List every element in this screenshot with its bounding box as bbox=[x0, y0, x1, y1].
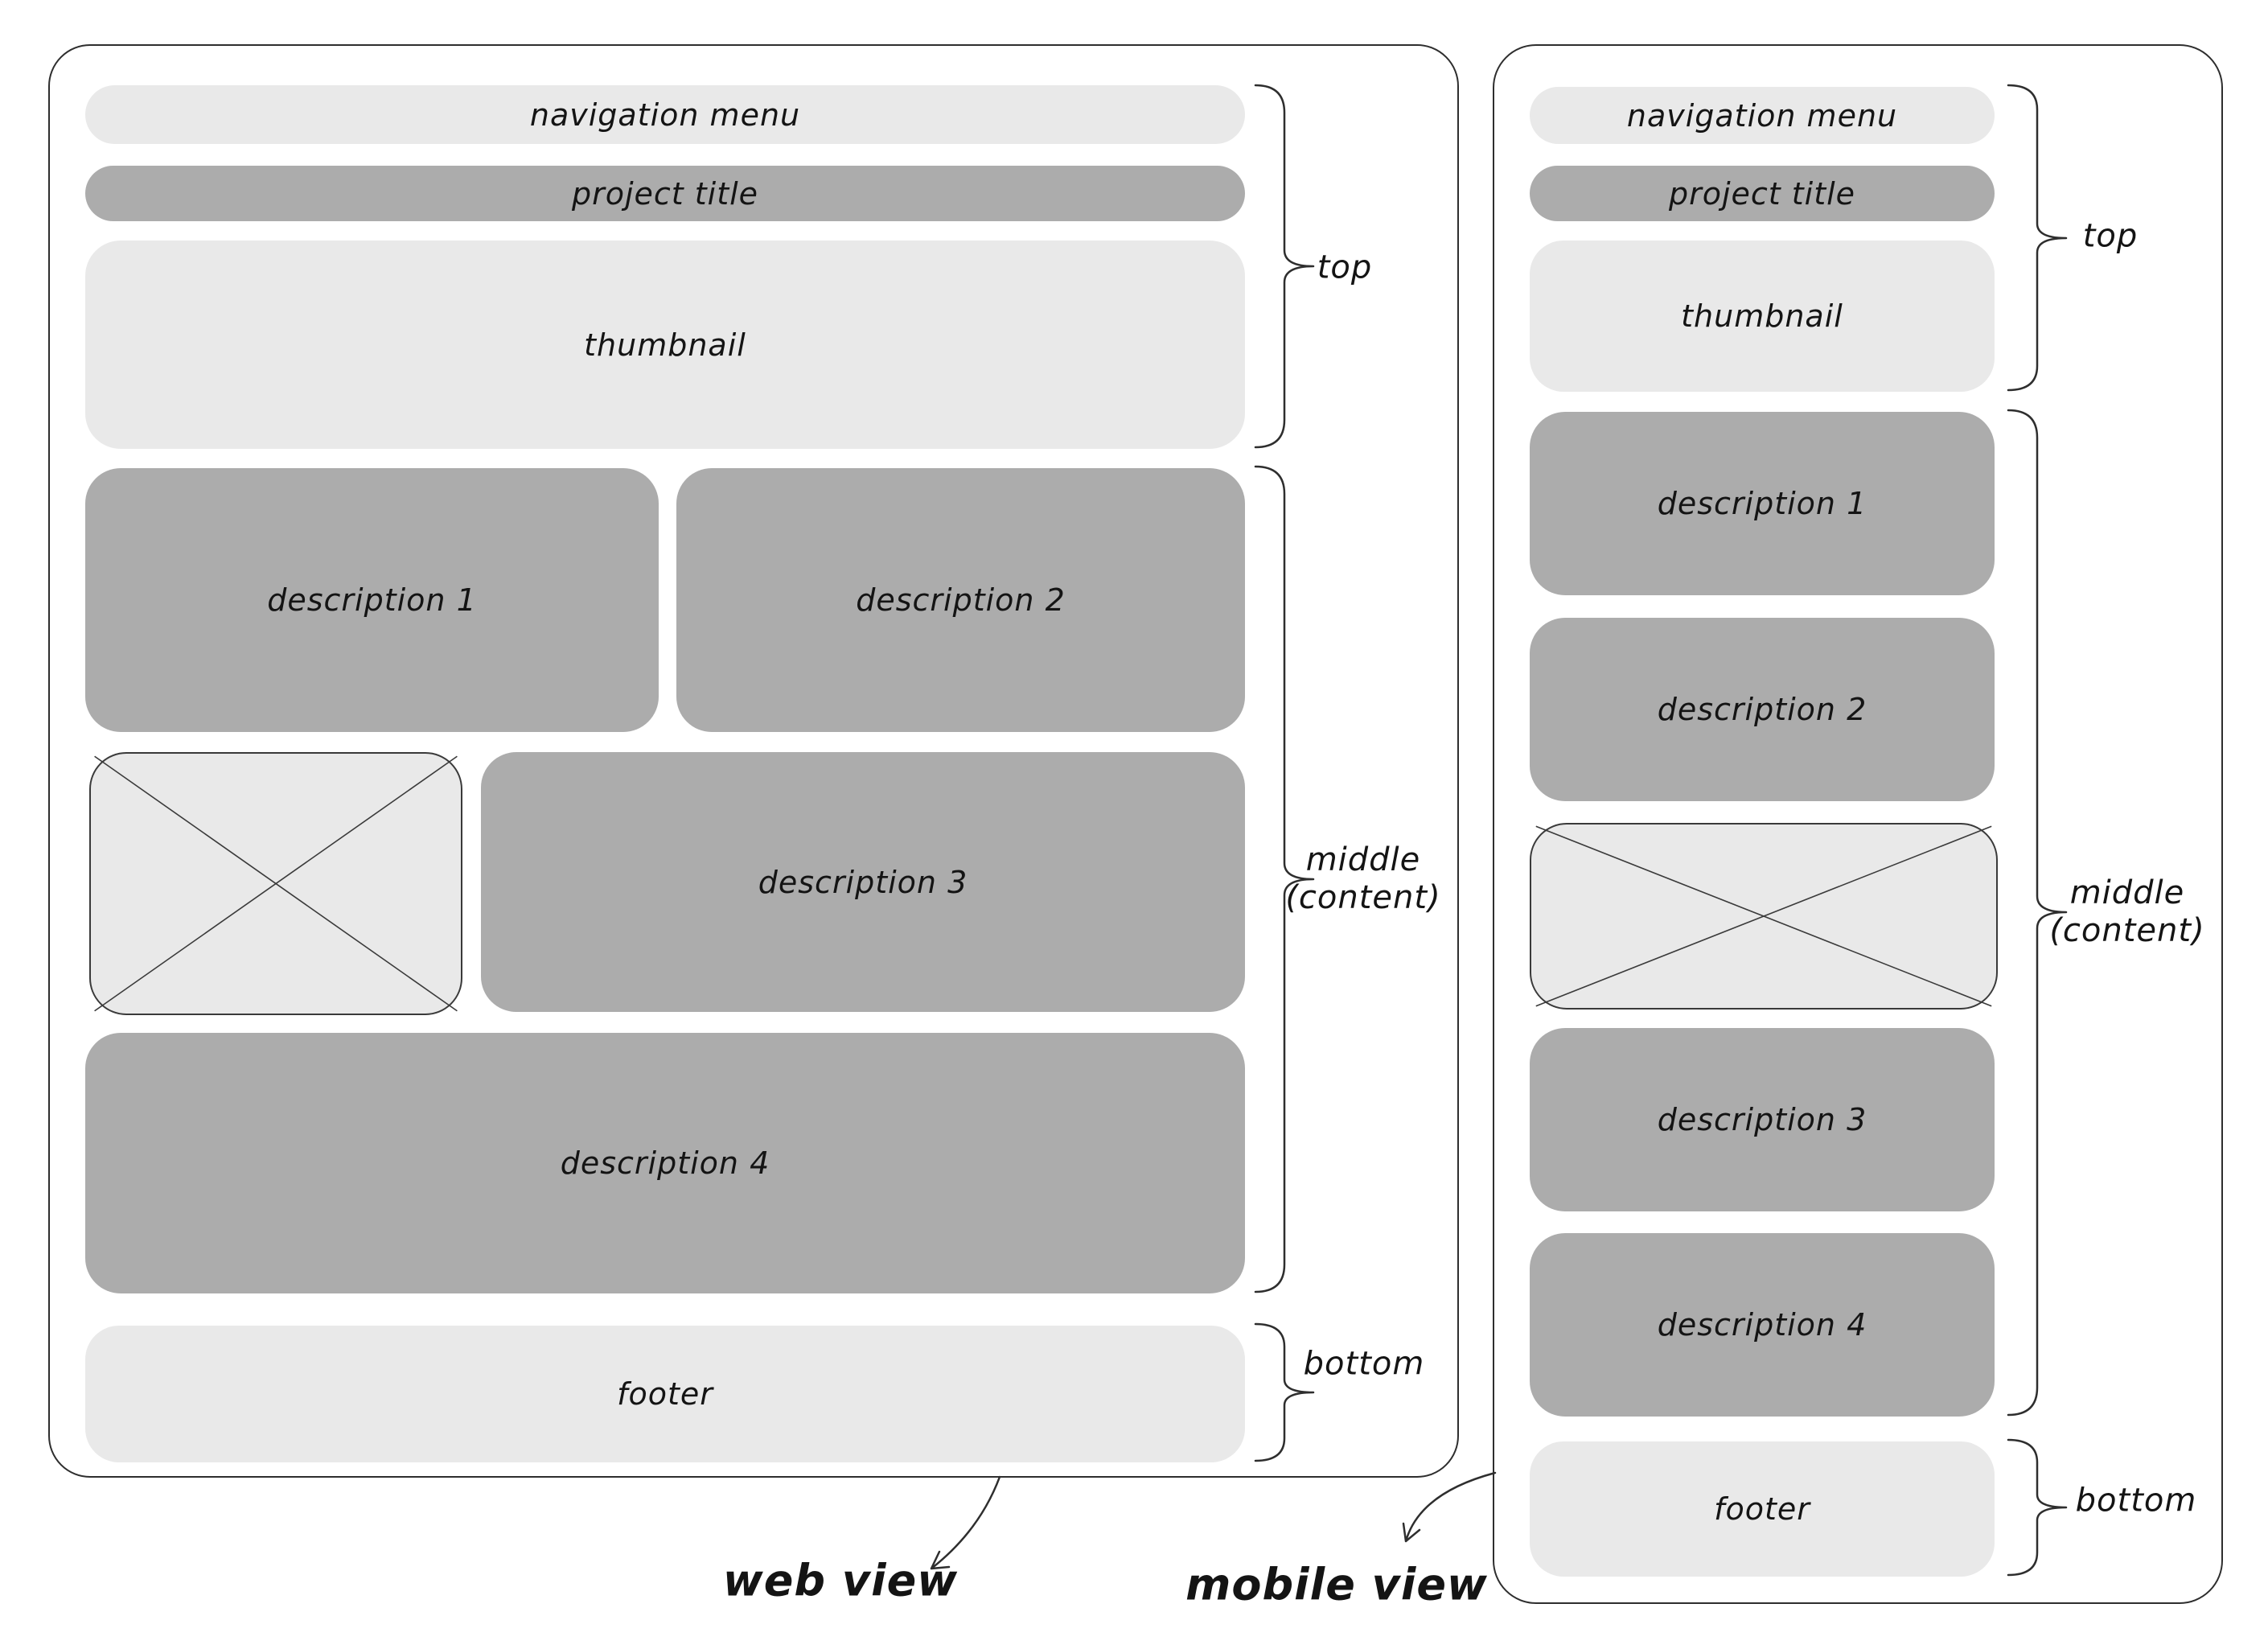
mobile-view-caption-arrow bbox=[1402, 1471, 1497, 1543]
web-project-title-label: project title bbox=[571, 175, 759, 212]
web-description-3-label: description 3 bbox=[758, 864, 968, 900]
mobile-thumbnail-label: thumbnail bbox=[1681, 298, 1843, 334]
mobile-thumbnail-block: thumbnail bbox=[1530, 241, 1995, 392]
mobile-description-4-label: description 4 bbox=[1657, 1307, 1867, 1343]
mobile-view-frame: navigation menu project title thumbnail … bbox=[1493, 44, 2223, 1604]
web-description-4-block: description 4 bbox=[85, 1033, 1245, 1293]
mobile-top-annotation: top bbox=[2082, 217, 2139, 255]
web-description-2-label: description 2 bbox=[856, 582, 1066, 618]
web-middle-annotation-line2: (content) bbox=[1285, 879, 1441, 916]
web-top-annotation: top bbox=[1317, 249, 1373, 286]
mobile-bottom-annotation: bottom bbox=[2075, 1482, 2197, 1519]
web-image-placeholder bbox=[89, 752, 462, 1015]
mobile-navigation-menu-label: navigation menu bbox=[1626, 97, 1898, 134]
web-navigation-menu-label: navigation menu bbox=[529, 97, 801, 133]
mobile-description-1-block: description 1 bbox=[1530, 412, 1995, 595]
web-view-frame: navigation menu project title thumbnail … bbox=[48, 44, 1459, 1478]
web-footer-label: footer bbox=[617, 1376, 713, 1412]
web-thumbnail-block: thumbnail bbox=[85, 241, 1245, 449]
mobile-middle-annotation: middle (content) bbox=[2049, 874, 2204, 950]
web-footer-block: footer bbox=[85, 1326, 1245, 1462]
web-description-3-block: description 3 bbox=[481, 752, 1245, 1012]
image-placeholder-cross-icon bbox=[91, 754, 461, 1014]
mobile-description-2-block: description 2 bbox=[1530, 618, 1995, 801]
mobile-middle-annotation-line1: middle bbox=[2069, 874, 2185, 911]
web-thumbnail-label: thumbnail bbox=[584, 327, 746, 363]
web-description-1-block: description 1 bbox=[85, 468, 659, 732]
web-description-1-label: description 1 bbox=[267, 582, 477, 618]
mobile-description-3-block: description 3 bbox=[1530, 1028, 1995, 1211]
mobile-description-2-label: description 2 bbox=[1657, 692, 1867, 727]
mobile-description-1-label: description 1 bbox=[1657, 486, 1867, 521]
mobile-description-3-label: description 3 bbox=[1657, 1102, 1867, 1137]
mobile-description-4-block: description 4 bbox=[1530, 1233, 1995, 1417]
mobile-project-title-label: project title bbox=[1668, 175, 1856, 212]
web-view-caption: web view bbox=[722, 1555, 959, 1606]
mobile-image-placeholder bbox=[1530, 823, 1998, 1010]
web-navigation-menu-block: navigation menu bbox=[85, 85, 1245, 144]
web-description-2-block: description 2 bbox=[676, 468, 1245, 732]
web-description-4-label: description 4 bbox=[560, 1145, 770, 1181]
mobile-project-title-block: project title bbox=[1530, 166, 1995, 221]
mobile-footer-label: footer bbox=[1714, 1491, 1810, 1527]
mobile-navigation-menu-block: navigation menu bbox=[1530, 87, 1995, 144]
web-middle-annotation: middle (content) bbox=[1285, 841, 1440, 917]
mobile-view-caption: mobile view bbox=[1185, 1559, 1488, 1610]
web-middle-annotation-line1: middle bbox=[1305, 841, 1421, 878]
mobile-footer-block: footer bbox=[1530, 1441, 1995, 1577]
image-placeholder-cross-icon bbox=[1531, 824, 1996, 1008]
web-project-title-block: project title bbox=[85, 166, 1245, 221]
web-bottom-annotation: bottom bbox=[1303, 1345, 1425, 1383]
mobile-middle-annotation-line2: (content) bbox=[2049, 912, 2205, 949]
